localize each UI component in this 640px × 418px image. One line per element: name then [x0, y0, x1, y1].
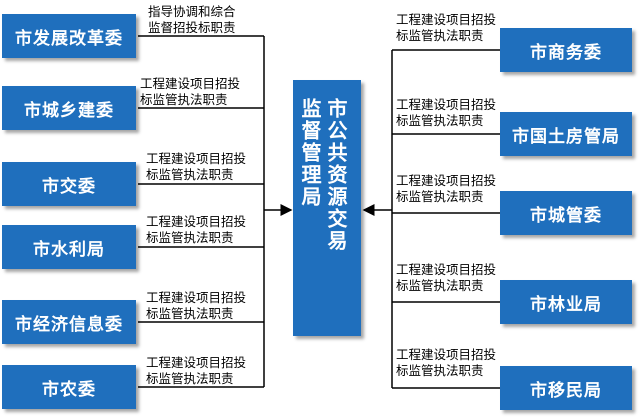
center-title-line2: 监督管理局 — [298, 98, 322, 208]
right-note-0: 工程建设项目招投标监管执法职责 — [396, 12, 497, 43]
left-note-0: 指导协调和综合监督招投标职责 — [148, 4, 236, 35]
left-box-agriculture: 市农委 — [2, 365, 136, 409]
left-note-1: 工程建设项目招投标监管执法职责 — [140, 76, 241, 107]
left-box-economy-info: 市经济信息委 — [2, 300, 136, 344]
center-bureau-box: 市公共资源交易 监督管理局 — [293, 80, 361, 336]
left-box-water: 市水利局 — [2, 225, 136, 269]
right-box-land-housing: 市国土房管局 — [500, 112, 632, 156]
left-box-development-reform: 市发展改革委 — [2, 14, 136, 58]
left-box-urban-rural: 市城乡建委 — [2, 86, 136, 130]
right-box-forestry: 市林业局 — [500, 280, 632, 324]
right-box-migration: 市移民局 — [500, 366, 632, 410]
center-title-line1: 市公共资源交易 — [324, 98, 348, 252]
left-box-transport: 市交委 — [2, 162, 136, 206]
left-note-5: 工程建设项目招投标监管执法职责 — [146, 355, 247, 386]
right-note-4: 工程建设项目招投标监管执法职责 — [396, 347, 497, 378]
right-box-urban-management: 市城管委 — [500, 191, 632, 235]
right-note-3: 工程建设项目招投标监管执法职责 — [396, 262, 497, 293]
right-note-1: 工程建设项目招投标监管执法职责 — [396, 97, 497, 128]
right-box-commerce: 市商务委 — [500, 28, 632, 72]
left-note-4: 工程建设项目招投标监管执法职责 — [146, 290, 247, 321]
left-note-2: 工程建设项目招投标监管执法职责 — [146, 151, 247, 182]
right-note-2: 工程建设项目招投标监管执法职责 — [396, 173, 497, 204]
left-note-3: 工程建设项目招投标监管执法职责 — [146, 214, 247, 245]
